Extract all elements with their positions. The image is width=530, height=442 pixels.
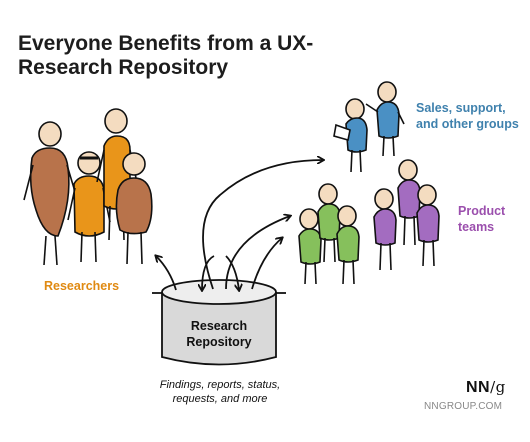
- product-figure-purple-2: [397, 159, 421, 246]
- arrow-into-pot-1: [202, 255, 215, 290]
- nng-logo-g: g: [495, 378, 506, 396]
- sales-label: Sales, support, and other groups: [416, 101, 519, 131]
- researchers-group: [23, 108, 153, 266]
- researchers-label: Researchers: [44, 279, 120, 293]
- sales-group: [333, 81, 405, 173]
- sales-figure-2: [365, 81, 405, 157]
- researcher-figure-2: [67, 151, 111, 263]
- repository-contents-label: Findings, reports, status, requests, and…: [159, 379, 281, 405]
- nng-url: NNGROUP.COM: [424, 401, 503, 412]
- arrow-into-pot-2: [225, 255, 239, 290]
- nng-logo-slash: /: [490, 378, 496, 396]
- product-figure-green-1: [298, 208, 322, 285]
- arrows: [156, 160, 323, 290]
- product-figure-purple-3: [416, 184, 440, 267]
- product-figure-purple-1: [373, 188, 397, 271]
- arrow-to-researchers: [156, 256, 177, 291]
- researcher-figure-4: [115, 152, 153, 265]
- repository-label: Research Repository: [186, 319, 252, 349]
- nng-logo: NN/g: [466, 378, 506, 397]
- diagram-title: Everyone Benefits from a UX-Research Rep…: [18, 32, 314, 79]
- researcher-figure-1: [23, 121, 77, 266]
- arrow-to-product-top: [225, 216, 290, 290]
- product-figure-green-3: [336, 205, 360, 285]
- product-teams-label: Product teams: [458, 204, 506, 234]
- arrow-to-product-bottom: [251, 238, 282, 290]
- sales-figure-1: [333, 98, 368, 173]
- product-figure-green-2: [317, 183, 341, 263]
- repository-pot: [152, 279, 286, 366]
- product-teams-group: [298, 159, 440, 285]
- arrow-to-sales: [202, 160, 323, 290]
- nng-logo-nn: NN: [466, 379, 491, 396]
